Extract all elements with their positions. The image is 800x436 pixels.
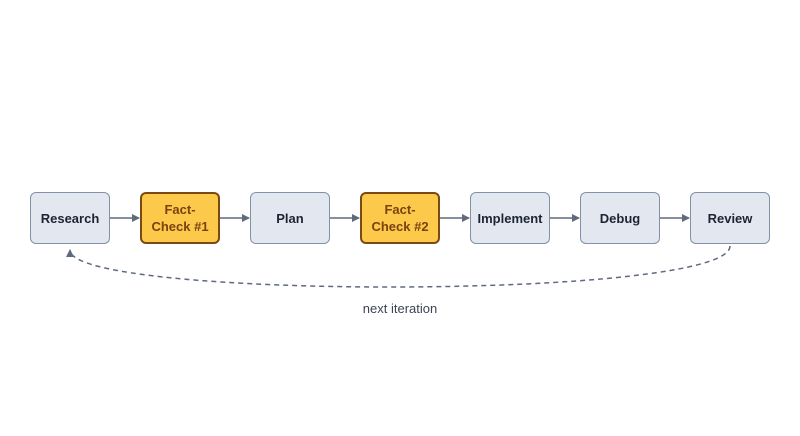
node-label: Review xyxy=(707,210,753,226)
node-implement: Implement xyxy=(470,192,550,244)
loop-label: next iteration xyxy=(362,301,438,316)
node-label: Debug xyxy=(599,210,641,226)
loop-arrow xyxy=(66,245,731,288)
node-debug: Debug xyxy=(580,192,660,244)
node-label: Fact- Check #1 xyxy=(151,202,209,234)
node-fact-check-1: Fact- Check #1 xyxy=(140,192,220,244)
node-label: Fact- Check #2 xyxy=(371,202,429,234)
node-label: Plan xyxy=(276,210,304,226)
node-review: Review xyxy=(690,192,770,244)
node-research: Research xyxy=(30,192,110,244)
node-plan: Plan xyxy=(250,192,330,244)
node-fact-check-2: Fact- Check #2 xyxy=(360,192,440,244)
node-label: Implement xyxy=(477,210,543,226)
node-label: Research xyxy=(40,210,100,226)
